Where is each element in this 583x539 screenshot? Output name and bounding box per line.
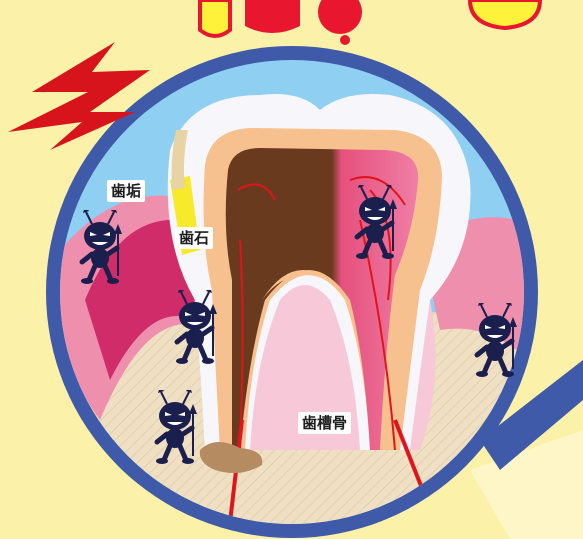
title-fragment <box>190 0 540 45</box>
plaque-label: 歯垢 <box>107 180 145 202</box>
tartar-label: 歯石 <box>175 227 213 249</box>
alveolar-bone-label: 歯槽骨 <box>298 412 351 434</box>
